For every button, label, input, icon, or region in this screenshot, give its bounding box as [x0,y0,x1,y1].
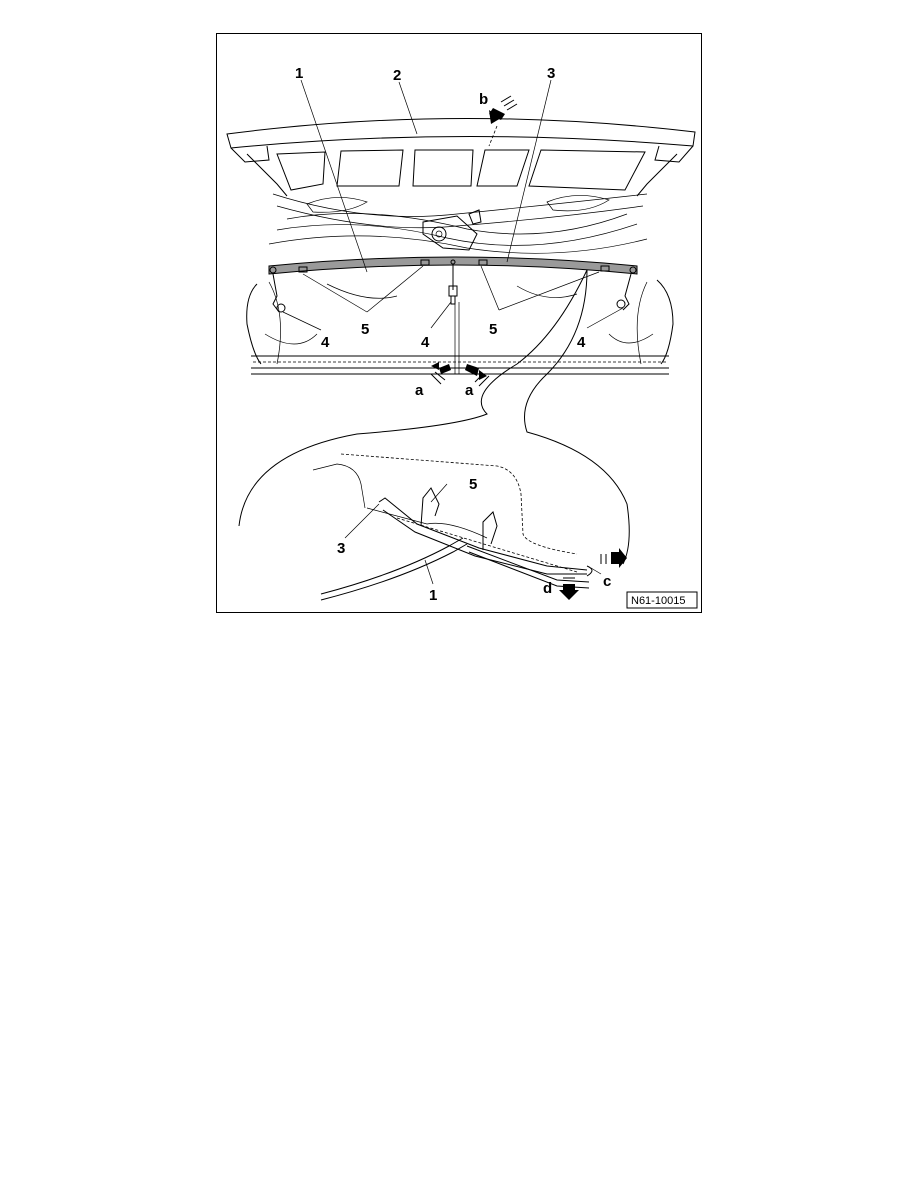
label-part-5-left: 5 [361,321,369,338]
label-detail-part-1: 1 [429,587,437,604]
label-dir-d: d [543,580,552,597]
figure-reference-box: N61-10015 [626,591,698,609]
arrow-d-icon [559,584,579,600]
label-dir-a-left: a [415,382,424,399]
label-detail-part-3: 3 [337,540,345,557]
label-part-2: 2 [393,67,401,84]
label-part-5-right: 5 [489,321,497,338]
arrow-c-icon [611,548,627,568]
arrow-a-left-icon [431,362,439,370]
label-part-1: 1 [295,65,303,82]
diagram-figure: 1 2 3 b 4 5 4 5 4 a a 5 3 1 d c N61-1001… [216,33,702,613]
arrow-a-right-icon [479,370,487,380]
figure-reference-code: N61-10015 [631,595,685,607]
label-part-3: 3 [547,65,555,82]
label-dir-b: b [479,91,488,108]
label-part-4-left: 4 [321,334,330,351]
label-dir-a-right: a [465,382,474,399]
label-part-4-right: 4 [577,334,586,351]
detail-magnifier [238,269,630,601]
direction-arrows-upper [430,95,518,387]
trunk-lid-drawing [226,79,696,375]
label-detail-part-5: 5 [469,476,477,493]
label-dir-c: c [603,573,611,590]
label-part-4-center: 4 [421,334,430,351]
